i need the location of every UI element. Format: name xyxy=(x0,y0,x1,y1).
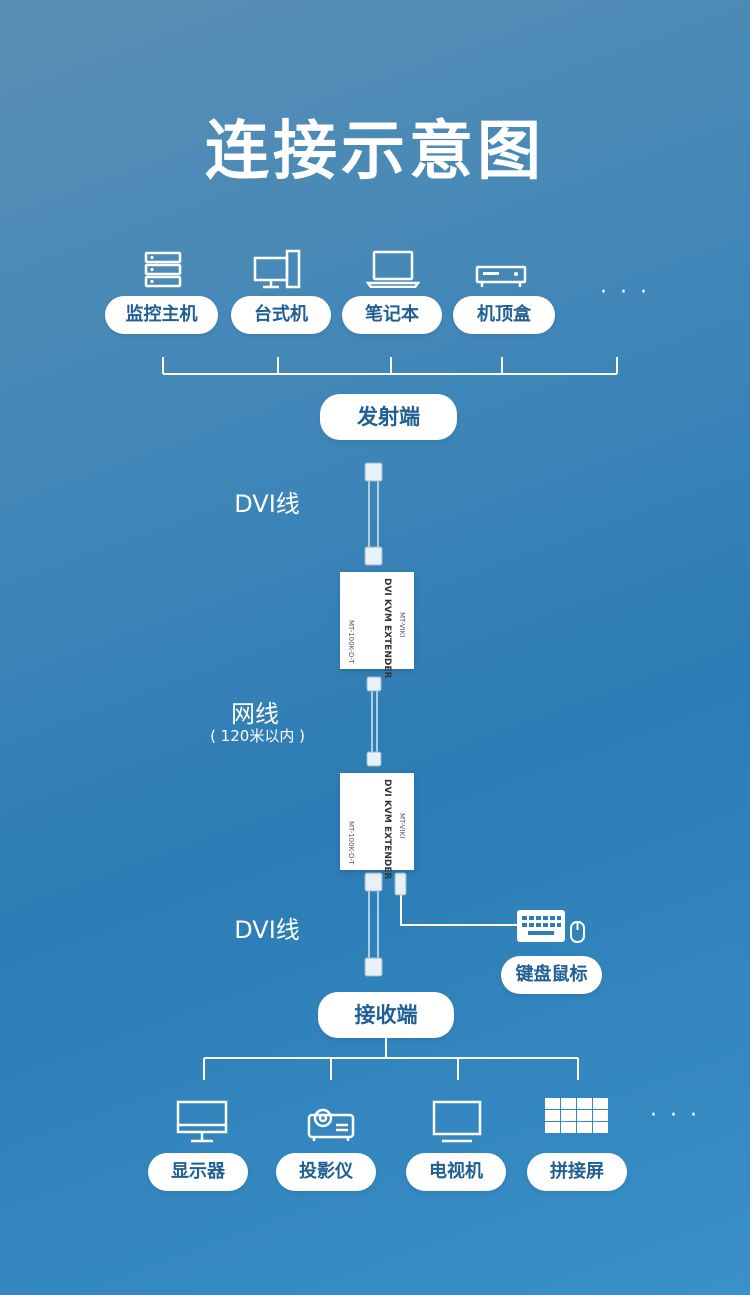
display-pill-video-wall: 拼接屏 xyxy=(527,1153,627,1191)
dvi-cable-label-bottom: DVI线 xyxy=(234,916,300,944)
transmitter-pill: 发射端 xyxy=(320,394,457,440)
more-sources-dots: · · · xyxy=(600,280,650,305)
transmitter-device: DVI KVM EXTENDER MT-VIKI MT-100K-D-T xyxy=(340,572,414,678)
receiver-device: DVI KVM EXTENDER MT-VIKI MT-100K-D-T xyxy=(340,773,414,879)
laptop-icon xyxy=(366,250,420,288)
source-pill-desktop: 台式机 xyxy=(231,296,331,334)
display-pill-tv: 电视机 xyxy=(406,1153,506,1191)
server-icon xyxy=(144,251,182,288)
keyboard-mouse-icon xyxy=(517,910,585,943)
dvi-cable-label-top: DVI线 xyxy=(234,490,300,518)
device-brand-top: MT-VIKI xyxy=(398,612,406,638)
desktop-computer-icon xyxy=(253,249,301,289)
more-displays-dots: · · · xyxy=(650,1103,700,1128)
device-label-bottom: DVI KVM EXTENDER xyxy=(382,779,392,880)
receiver-pill: 接收端 xyxy=(318,992,454,1038)
projector-icon xyxy=(307,1108,355,1141)
device-label-top: DVI KVM EXTENDER xyxy=(382,578,392,679)
display-pill-projector: 投影仪 xyxy=(276,1153,376,1191)
device-model-bottom: MT-100K-D-T xyxy=(347,821,355,865)
source-pill-monitoring-host: 监控主机 xyxy=(105,296,218,334)
device-brand-bottom: MT-VIKI xyxy=(398,813,406,839)
display-pill-monitor: 显示器 xyxy=(148,1153,248,1191)
tv-icon xyxy=(432,1100,482,1143)
set-top-box-icon xyxy=(475,265,527,287)
device-model-top: MT-100K-D-T xyxy=(347,620,355,664)
source-pill-laptop: 笔记本 xyxy=(342,296,442,334)
page-title: 连接示意图 xyxy=(205,115,545,189)
network-cable-label: 网线 xyxy=(231,700,279,728)
source-pill-set-top-box: 机顶盒 xyxy=(453,296,555,334)
monitor-icon xyxy=(176,1100,228,1143)
network-cable-note: ( 120米以内 ) xyxy=(210,727,305,745)
video-wall-icon xyxy=(545,1098,608,1133)
keyboard-mouse-pill: 键盘鼠标 xyxy=(501,956,602,994)
